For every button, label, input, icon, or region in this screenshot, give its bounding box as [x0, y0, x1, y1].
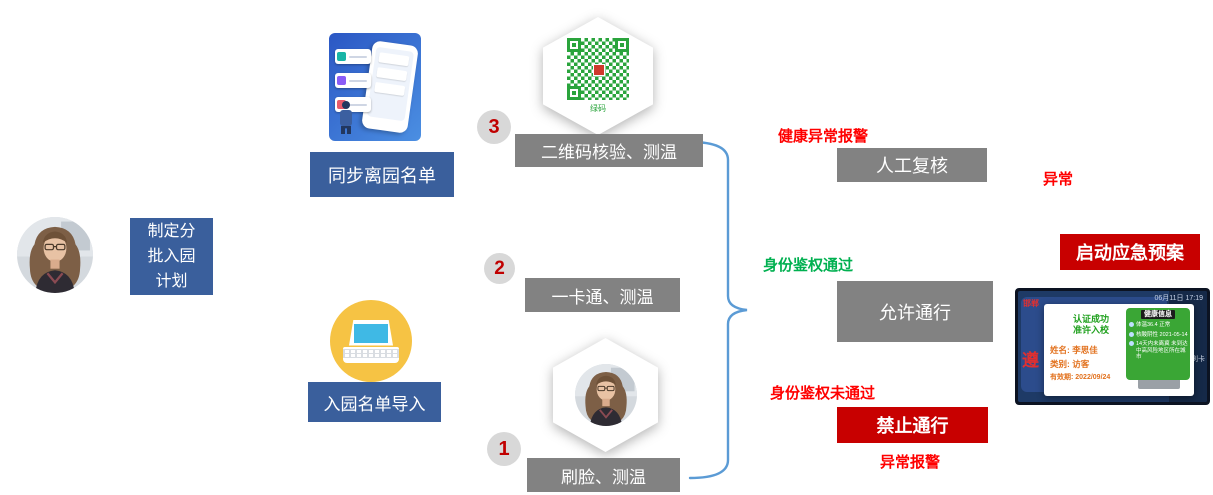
health-item-text: 14天内未离冀 未到达中高风险地区所在城市 [1136, 341, 1188, 360]
grouping-brace-icon [688, 140, 748, 480]
step-1-number: 1 [498, 437, 510, 460]
popup-result-text: 认证成功 准许入校 [1072, 314, 1109, 335]
qr-hexagon: 绿码 [543, 17, 653, 135]
planner-avatar [17, 217, 93, 293]
health-item-icon [1129, 322, 1134, 327]
device-gate-char: 遵 [1022, 351, 1039, 370]
health-item: 14天内未离冀 未到达中高风险地区所在城市 [1128, 341, 1188, 361]
health-item-icon [1129, 341, 1134, 346]
auth-fail-label: 身份鉴权未通过 [770, 385, 876, 402]
woman-portrait-icon [17, 217, 93, 293]
device-card-label: 刷卡 [1191, 356, 1205, 363]
qr-caption: 绿码 [590, 104, 606, 113]
device-screen: 06月11日 17:19 邯郸 遵 刷卡 认证成功 准许入校 姓名: 李思佳 类… [1018, 291, 1207, 402]
health-item: 核酸阴性 2021-05-14 [1128, 331, 1188, 339]
laptop-icon [330, 300, 412, 382]
step-1-badge: 1 [487, 432, 521, 466]
qr-code-icon [567, 38, 629, 100]
step-2-label: 一卡通、测温 [551, 287, 654, 307]
deny-pass-box: 禁止通行 [837, 407, 988, 443]
qr-logo-icon [593, 64, 605, 76]
health-item: 体温36.4 正常 [1128, 322, 1188, 329]
health-item-text: 核酸阴性 2021-05-14 [1136, 331, 1188, 338]
plan-box: 制定分 批入园 计划 [130, 218, 213, 295]
auth-pass-label: 身份鉴权通过 [763, 257, 854, 274]
step-2-number: 2 [494, 257, 505, 279]
face-avatar-icon [574, 364, 637, 426]
sync-list-label: 同步离园名单 [328, 165, 436, 186]
allow-pass-box: 允许通行 [837, 281, 993, 342]
plan-label: 制定分 批入园 计划 [147, 223, 196, 290]
list-card-icon [335, 73, 371, 88]
abnormal-label: 异常 [1043, 171, 1074, 188]
phone-app-illustration-icon [329, 33, 421, 141]
step-3-number: 3 [488, 115, 500, 138]
step-3-box: 二维码核验、测温 [515, 134, 703, 167]
popup-name: 姓名: 李思佳 [1050, 345, 1098, 355]
device-city-label: 邯郸 [1023, 299, 1039, 308]
health-item-icon [1129, 331, 1134, 337]
health-item-text: 体温36.4 正常 [1136, 322, 1171, 328]
deny-pass-label: 禁止通行 [876, 416, 949, 436]
step-2-box: 一卡通、测温 [525, 278, 680, 312]
step-3-label: 二维码核验、测温 [541, 143, 677, 162]
import-list-box: 入园名单导入 [308, 382, 441, 422]
import-list-label: 入园名单导入 [323, 394, 426, 414]
popup-validity: 有效期: 2022/09/24 [1050, 374, 1111, 381]
health-info-panel: 健康信息 体温36.4 正常 核酸阴性 2021-05-14 14天内未离冀 未… [1126, 308, 1190, 380]
allow-pass-label: 允许通行 [879, 302, 951, 323]
auth-result-popup: 认证成功 准许入校 姓名: 李思佳 类别: 访客 有效期: 2022/09/24… [1044, 304, 1194, 396]
list-card-icon [335, 49, 371, 64]
emergency-plan-box: 启动应急预案 [1060, 234, 1200, 270]
popup-category: 类别: 访客 [1050, 359, 1090, 369]
step-1-box: 刷脸、测温 [527, 458, 680, 492]
health-info-title: 健康信息 [1141, 310, 1175, 319]
device-datetime: 06月11日 17:19 [1154, 295, 1203, 302]
abnormal-alarm-label: 异常报警 [880, 454, 941, 471]
health-alarm-label: 健康异常报警 [778, 128, 869, 145]
gate-device-screenshot: 06月11日 17:19 邯郸 遵 刷卡 认证成功 准许入校 姓名: 李思佳 类… [1015, 288, 1210, 405]
emergency-plan-label: 启动应急预案 [1076, 243, 1184, 263]
sync-list-box: 同步离园名单 [310, 152, 454, 197]
popup-button[interactable] [1138, 378, 1180, 389]
manual-review-box: 人工复核 [837, 148, 987, 182]
step-1-label: 刷脸、测温 [561, 467, 646, 487]
step-3-badge: 3 [477, 110, 511, 144]
face-hexagon [553, 338, 658, 452]
manual-review-label: 人工复核 [876, 156, 948, 176]
person-figure-icon [339, 101, 353, 135]
step-2-badge: 2 [484, 253, 515, 284]
